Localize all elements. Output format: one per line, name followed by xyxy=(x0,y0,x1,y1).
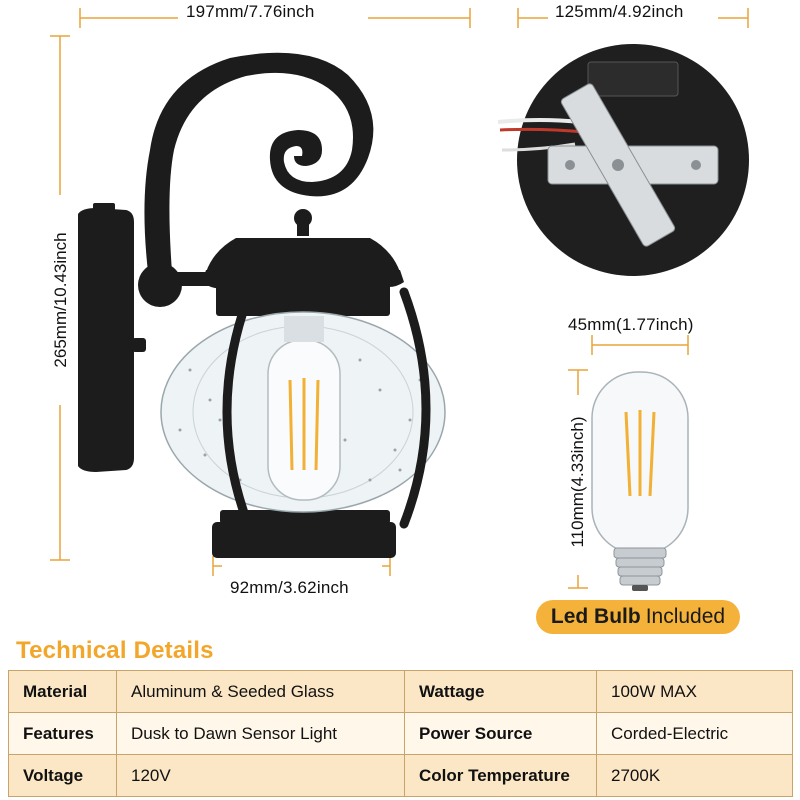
spec-key: Material xyxy=(8,670,117,713)
technical-details-table: Material Aluminum & Seeded Glass Wattage… xyxy=(8,670,793,797)
led-bulb xyxy=(591,371,689,591)
spec-key: Wattage xyxy=(404,670,597,713)
bulb-height-label: 110mm(4.33inch) xyxy=(568,416,587,548)
backplate-diameter-label: 125mm/4.92inch xyxy=(555,2,684,21)
backplate-disc xyxy=(497,44,749,276)
bulb-width-label: 45mm(1.77inch) xyxy=(568,315,694,334)
table-row: Voltage 120V Color Temperature 2700K xyxy=(8,754,793,797)
badge-bold-text: Led Bulb xyxy=(550,605,641,628)
spec-value: 2700K xyxy=(596,754,793,797)
technical-details-title: Technical Details xyxy=(16,637,214,664)
spec-key: Features xyxy=(8,712,117,755)
wall-lantern xyxy=(78,52,404,558)
spec-key: Power Source xyxy=(404,712,597,755)
table-row: Features Dusk to Dawn Sensor Light Power… xyxy=(8,712,793,755)
spec-value: Aluminum & Seeded Glass xyxy=(116,670,405,713)
height-total-label: 265mm/10.43inch xyxy=(51,232,70,368)
product-illustration xyxy=(48,6,749,591)
spec-value: Dusk to Dawn Sensor Light xyxy=(116,712,405,755)
spec-key: Voltage xyxy=(8,754,117,797)
spec-value: 100W MAX xyxy=(596,670,793,713)
led-bulb-included-badge: Led Bulb Included xyxy=(536,600,740,634)
base-width-label: 92mm/3.62inch xyxy=(230,578,349,597)
spec-value: Corded-Electric xyxy=(596,712,793,755)
width-total-label: 197mm/7.76inch xyxy=(186,2,315,21)
spec-value: 120V xyxy=(116,754,405,797)
badge-rest-text: Included xyxy=(645,605,726,628)
table-row: Material Aluminum & Seeded Glass Wattage… xyxy=(8,670,793,713)
spec-key: Color Temperature xyxy=(404,754,597,797)
lantern-bulb xyxy=(267,316,341,501)
lantern-cage xyxy=(222,287,431,529)
